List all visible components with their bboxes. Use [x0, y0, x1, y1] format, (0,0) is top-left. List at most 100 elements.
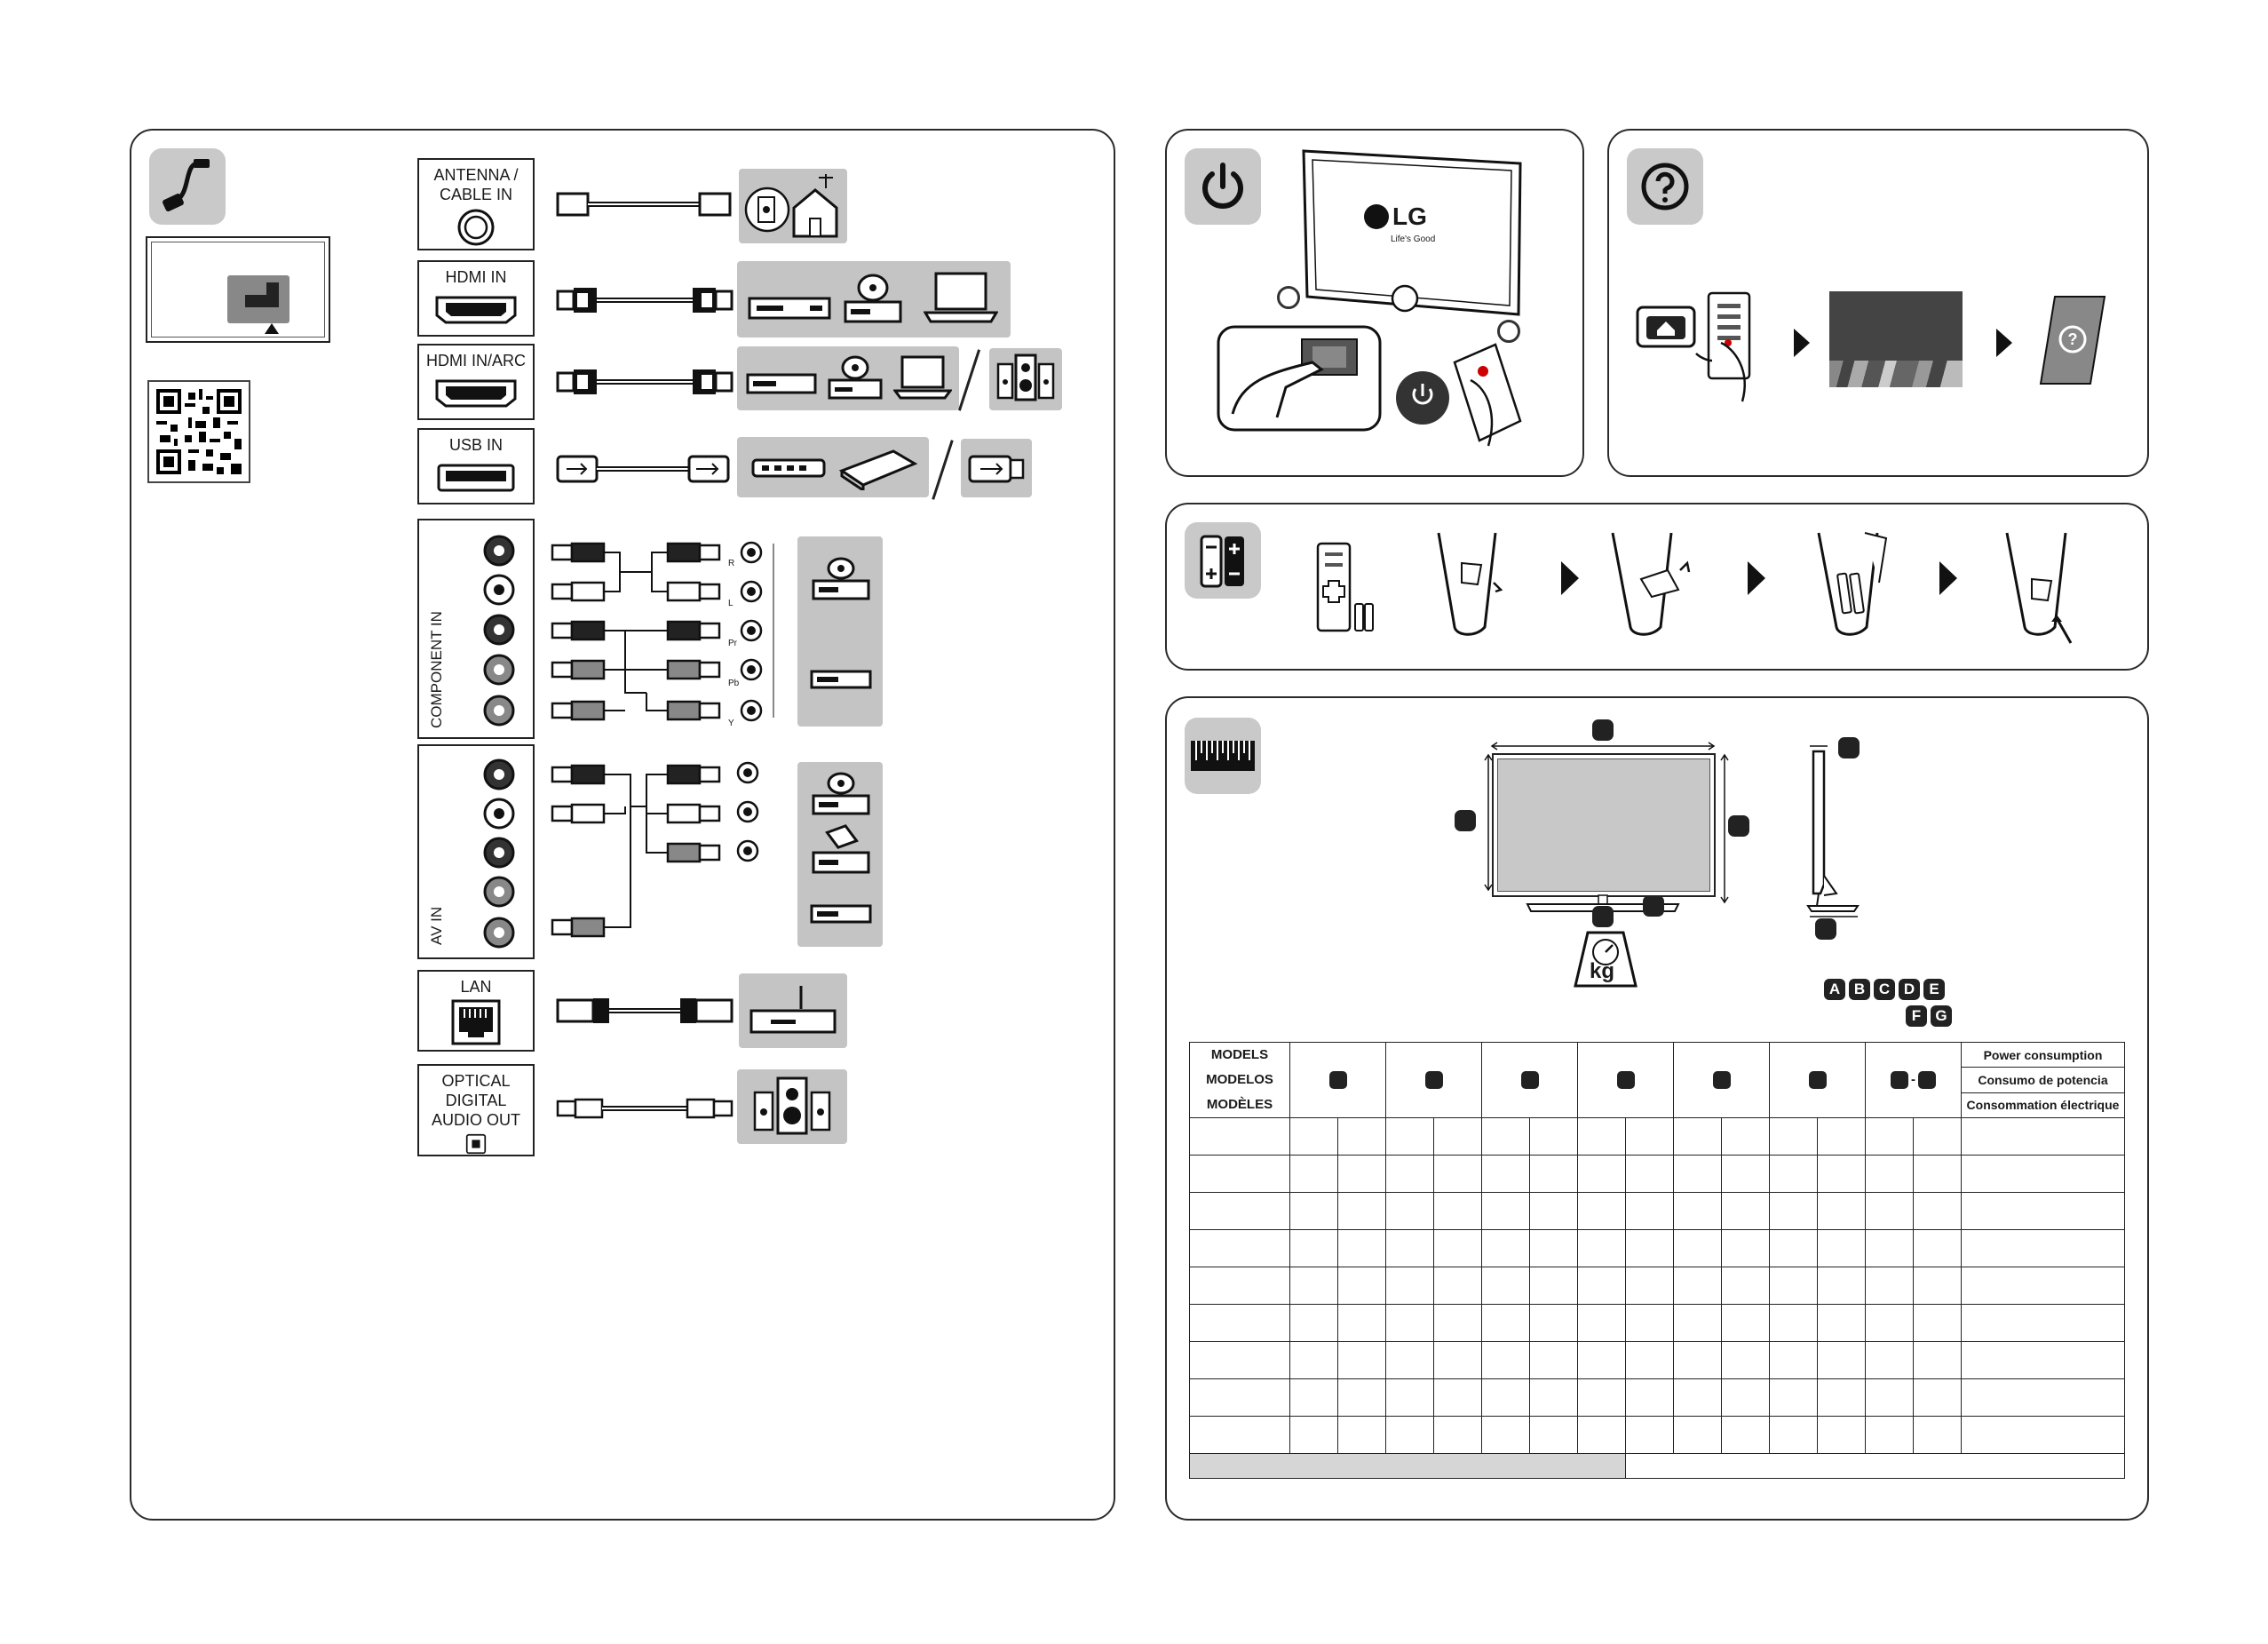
speaker-icon: [753, 1076, 831, 1135]
disc-player-icon: [844, 274, 902, 323]
arrow-right-icon: [1939, 561, 1957, 595]
hdmi-arc-jack-icon: [435, 379, 517, 408]
range-separator: -: [1911, 1071, 1915, 1087]
table-footer-row: [1189, 1453, 2125, 1479]
av-cables: [551, 764, 721, 938]
question-icon-tile: [1627, 148, 1703, 225]
dim-col-header: [1385, 1042, 1482, 1118]
models-label-fr: MODÈLES: [1206, 1097, 1273, 1112]
spec-table: MODELS MODELOS MODÈLES - Power consumpti…: [1189, 1041, 2125, 1479]
hdmi-arc-devices-tile: [737, 346, 959, 410]
letter-g: G: [1931, 1005, 1952, 1027]
av-port-label: AV IN: [428, 906, 445, 945]
terminal-area: [227, 275, 289, 323]
antenna-device-tile: [739, 169, 847, 243]
power-label-en: Power consumption: [1961, 1041, 2125, 1068]
av-port-box: [417, 744, 535, 959]
coax-jack-icon: [457, 209, 495, 246]
battery-step-1: [1437, 532, 1503, 636]
dim-badge-stand-depth: [1643, 895, 1664, 917]
usb-devices-tile: [737, 437, 929, 497]
dim-badge-height: [1455, 810, 1476, 831]
hdmi-jack-icon: [435, 296, 517, 324]
svg-text:?: ?: [2068, 330, 2078, 348]
letter-d: D: [1899, 979, 1920, 1000]
dim-col-header-range: -: [1865, 1042, 1962, 1118]
weight-scale-icon: [1574, 931, 1638, 988]
jack-label-pr: Pr: [728, 639, 737, 648]
component-devices-tile: [797, 536, 883, 727]
arrow-right-icon: [1561, 561, 1579, 595]
battery-step-2: [1611, 532, 1691, 636]
lg-logo: LG: [1364, 203, 1427, 231]
table-header-row: MODELS MODELOS MODÈLES - Power consumpti…: [1189, 1041, 2125, 1118]
arrow-right-icon: [1996, 329, 2012, 357]
dimension-letters-row2: F G: [1906, 1005, 1955, 1027]
qr-code: [147, 380, 250, 483]
dim-col-header: [1289, 1042, 1386, 1118]
usb-cable: [556, 455, 730, 483]
dim-col-header: [1673, 1042, 1770, 1118]
optical-port-label: OPTICAL DIGITAL AUDIO OUT: [431, 1072, 520, 1129]
dimension-letters-row1: A B C D E: [1824, 979, 1948, 1000]
usb-port-label: USB IN: [448, 436, 503, 454]
set-top-box-icon: [810, 670, 872, 689]
ir-sensor-icon-left: [1277, 286, 1300, 309]
arrow-right-icon: [1794, 329, 1810, 357]
antenna-house-icon: [744, 174, 838, 238]
hdmi-arc-cable: [556, 369, 734, 394]
lg-logo-circle: [1364, 204, 1389, 229]
front-dimension-lines: [1484, 742, 1729, 904]
lan-cable: [556, 998, 734, 1023]
tv-illustration: [1302, 149, 1522, 316]
component-port-box: [417, 519, 535, 739]
hdmi-devices-tile: [737, 261, 1011, 338]
letter-c: C: [1874, 979, 1895, 1000]
jack-label-y: Y: [728, 719, 734, 728]
optical-jack-icon: [465, 1133, 487, 1155]
ruler-icon: [1191, 741, 1255, 771]
dim-col-header: [1577, 1042, 1674, 1118]
disc-player-icon: [812, 557, 870, 600]
power-label-fr: Consommation électrique: [1961, 1092, 2125, 1119]
av-devices-tile: [797, 762, 883, 947]
dim-col-header: [1481, 1042, 1578, 1118]
remote-power-illustration: [1396, 343, 1522, 447]
component-device-jacks: [740, 541, 763, 722]
bracket-line: [773, 544, 774, 718]
antenna-port-box: ANTENNA / CABLE IN: [417, 158, 535, 250]
arrow-right-icon: [1748, 561, 1765, 595]
hdmi-in-port-box: HDMI IN: [417, 260, 535, 337]
vcr-icon: [812, 824, 870, 874]
power-button-closeup: [1217, 325, 1382, 432]
table-footer-blank: [1625, 1453, 2125, 1479]
external-drive-icon: [838, 449, 918, 490]
disc-player-icon: [828, 355, 883, 400]
dim-col-header: [1769, 1042, 1866, 1118]
table-footer-shaded: [1189, 1453, 1626, 1479]
lg-tagline: Life's Good: [1391, 234, 1436, 244]
set-top-box-icon: [810, 904, 872, 924]
optical-port-box: OPTICAL DIGITAL AUDIO OUT: [417, 1064, 535, 1156]
hdmi-arc-port-box: HDMI IN/ARC: [417, 344, 535, 420]
lan-port-label: LAN: [460, 978, 492, 996]
component-port-label: COMPONENT IN: [428, 611, 445, 728]
tv-side-view: [1806, 745, 1860, 917]
tv-front-view: [1492, 753, 1716, 897]
dim-badge-stand-width: [1592, 906, 1614, 927]
table-row: [1189, 1416, 2125, 1454]
table-row: [1189, 1192, 2125, 1230]
table-row: [1189, 1267, 2125, 1305]
usb-hub-icon: [751, 458, 826, 478]
letter-f: F: [1906, 1005, 1927, 1027]
question-icon: [1641, 163, 1689, 210]
cable-icon-tile: [149, 148, 226, 225]
table-row: [1189, 1117, 2125, 1156]
component-jacks: [483, 535, 515, 727]
power-icon-tile: [1185, 148, 1261, 225]
remote-home-illustration: [1636, 291, 1751, 402]
weight-unit: kg: [1590, 959, 1615, 983]
av-device-jacks: [736, 761, 759, 862]
dim-badge-depth: [1838, 737, 1860, 758]
speaker-tile: [989, 348, 1062, 410]
